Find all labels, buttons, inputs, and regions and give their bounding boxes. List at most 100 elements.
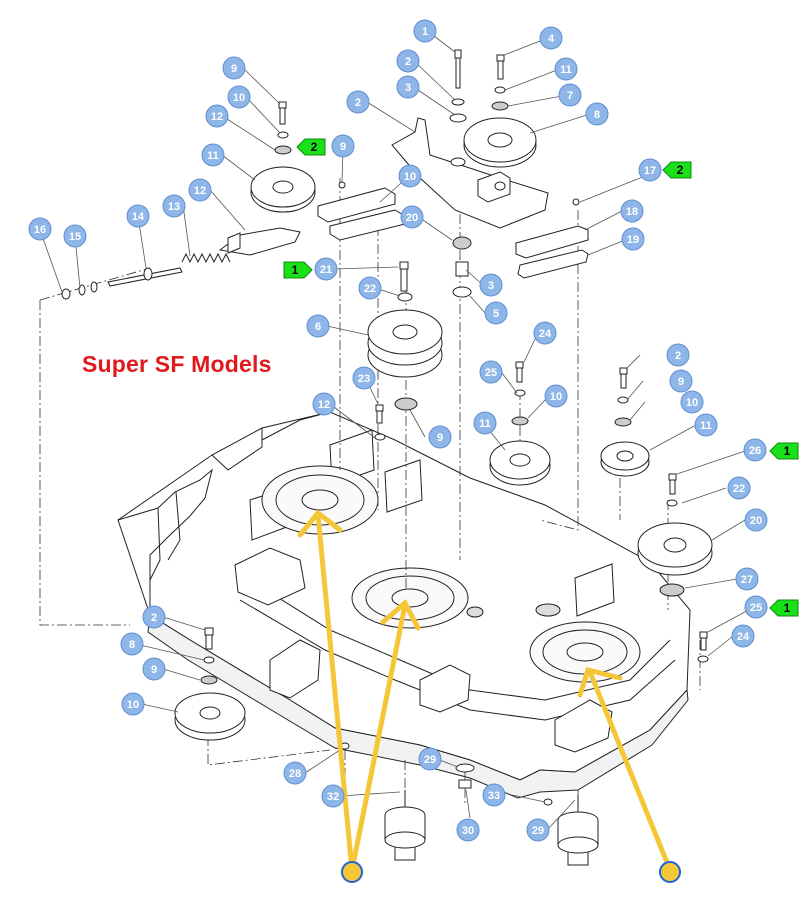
callout-bubble (680, 390, 704, 414)
part-callout-24: 24 (731, 624, 755, 648)
parts (61, 49, 713, 866)
flag-label: 2 (311, 140, 318, 154)
reference-flag-1: 1 (283, 261, 313, 279)
callout-label: 11 (479, 418, 491, 430)
callout-label: 9 (231, 63, 237, 75)
callout-bubble (638, 158, 662, 182)
flag-label: 1 (292, 263, 299, 277)
callout-bubble (283, 761, 307, 785)
part-callout-9: 9 (428, 425, 452, 449)
part-callout-14: 14 (126, 204, 150, 228)
part-callout-26: 26 (743, 438, 767, 462)
callout-bubble (400, 205, 424, 229)
part-callout-29: 29 (526, 818, 550, 842)
callout-bubble (482, 783, 506, 807)
callout-label: 25 (485, 367, 497, 379)
diagram-title: Super SF Models (82, 351, 272, 377)
callout-bubble (484, 301, 508, 325)
flag-shape (662, 161, 692, 179)
callout-bubble (346, 90, 370, 114)
callout-label: 33 (488, 790, 500, 802)
callout-label: 6 (315, 321, 321, 333)
part-callout-12: 12 (312, 392, 336, 416)
callout-label: 11 (207, 150, 219, 162)
part-callout-3: 3 (396, 75, 420, 99)
part-callout-16: 16 (28, 217, 52, 241)
part-callout-15: 15 (63, 224, 87, 248)
callout-bubble (666, 343, 690, 367)
part-callout-24: 24 (533, 321, 557, 345)
callout-bubble (352, 366, 376, 390)
callout-label: 29 (424, 754, 436, 766)
callout-label: 16 (34, 224, 46, 236)
part-callout-7: 7 (558, 83, 582, 107)
callout-label: 29 (532, 825, 544, 837)
part-callout-22: 22 (727, 476, 751, 500)
flag-shape (769, 442, 799, 460)
callout-label: 12 (318, 399, 330, 411)
part-callout-25: 25 (744, 595, 768, 619)
part-callout-9: 9 (222, 56, 246, 80)
callout-label: 2 (151, 612, 157, 624)
part-callout-27: 27 (735, 567, 759, 591)
callout-bubble (621, 227, 645, 251)
callout-bubble (731, 624, 755, 648)
callout-label: 9 (678, 376, 684, 388)
callout-bubble (585, 102, 609, 126)
part-callout-10: 10 (398, 164, 422, 188)
callout-label: 30 (462, 825, 474, 837)
part-callout-19: 19 (621, 227, 645, 251)
part-callout-25: 25 (479, 360, 503, 384)
part-callout-11: 11 (201, 143, 225, 167)
part-callout-18: 18 (620, 199, 644, 223)
part-callout-32: 32 (321, 784, 345, 808)
callout-bubble (331, 134, 355, 158)
callout-bubble (526, 818, 550, 842)
callout-bubble (142, 657, 166, 681)
part-callout-4: 4 (539, 26, 563, 50)
mower-deck (117, 411, 691, 799)
callout-bubble (306, 314, 330, 338)
callout-label: 1 (422, 26, 428, 38)
callout-bubble (205, 104, 229, 128)
part-callout-5: 5 (484, 301, 508, 325)
callout-label: 20 (750, 515, 762, 527)
callout-bubble (396, 75, 420, 99)
callout-label: 28 (289, 768, 301, 780)
callout-label: 24 (539, 328, 552, 340)
callout-label: 9 (151, 664, 157, 676)
callout-label: 26 (749, 445, 761, 457)
part-callout-28: 28 (283, 761, 307, 785)
callout-label: 15 (69, 231, 81, 243)
callout-bubble (321, 784, 345, 808)
part-callout-20: 20 (400, 205, 424, 229)
callout-bubble (473, 411, 497, 435)
callout-bubble (312, 392, 336, 416)
callout-bubble (544, 384, 568, 408)
callout-label: 11 (560, 64, 572, 76)
callout-bubble (428, 425, 452, 449)
callout-bubble (358, 276, 382, 300)
callout-bubble (694, 413, 718, 437)
flag-shape (283, 261, 313, 279)
callout-label: 12 (211, 111, 223, 123)
reference-flag-2: 2 (296, 138, 326, 156)
callout-bubble (398, 164, 422, 188)
flag-label: 1 (784, 601, 791, 615)
callout-label: 22 (364, 283, 376, 295)
callout-label: 2 (675, 350, 681, 362)
callout-label: 10 (686, 397, 698, 409)
part-callout-6: 6 (306, 314, 330, 338)
callout-label: 2 (355, 97, 361, 109)
callout-bubble (479, 273, 503, 297)
callout-bubble (669, 369, 693, 393)
part-callout-2: 2 (666, 343, 690, 367)
callout-bubble (188, 178, 212, 202)
part-callout-23: 23 (352, 366, 376, 390)
callout-bubble (533, 321, 557, 345)
highlight-arrows (297, 509, 673, 873)
callout-label: 4 (548, 33, 555, 45)
part-callout-2: 2 (396, 49, 420, 73)
